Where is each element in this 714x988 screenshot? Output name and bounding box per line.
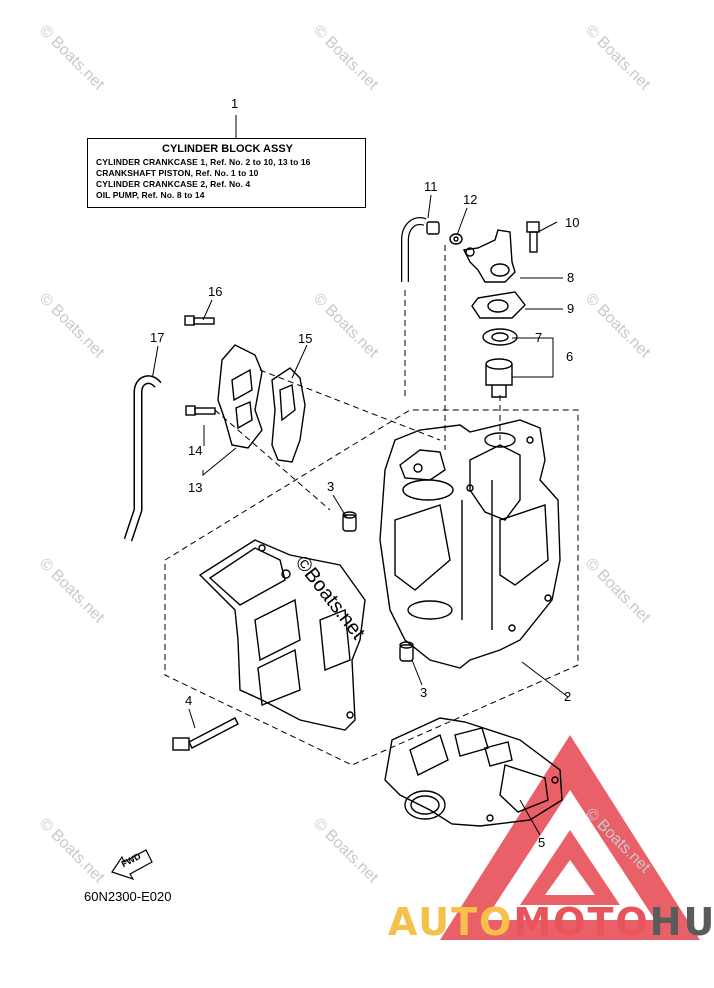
callout-5: 5	[538, 835, 546, 850]
drawing-code: 60N2300-E020	[84, 889, 172, 904]
callout-10: 10	[565, 215, 580, 230]
callout-6: 6	[566, 349, 574, 364]
callout-11: 11	[424, 179, 438, 194]
legend-line: OIL PUMP, Ref. No. 8 to 14	[96, 190, 205, 200]
legend-line: CRANKSHAFT PISTON, Ref. No. 1 to 10	[96, 168, 259, 178]
legend-line: CYLINDER CRANKCASE 1, Ref. No. 2 to 10, …	[96, 157, 311, 167]
brand-part-hub: HUB	[649, 900, 714, 944]
brand-part-auto: AUTO	[388, 900, 514, 944]
parts-linework	[111, 217, 563, 881]
callout-8: 8	[567, 270, 575, 285]
brand-logo-text: AUTOMOTOHUB	[388, 900, 714, 944]
callout-12: 12	[463, 192, 478, 207]
callout-3-lower: 3	[420, 685, 428, 700]
assembly-dashed-outline	[164, 245, 579, 766]
brand-part-moto: MOTO	[513, 900, 650, 944]
callout-16: 16	[208, 284, 223, 299]
callout-9: 9	[567, 301, 575, 316]
callout-2: 2	[564, 689, 572, 704]
legend-box: CYLINDER BLOCK ASSY CYLINDER CRANKCASE 1…	[87, 138, 366, 208]
callout-15: 15	[298, 331, 313, 346]
callout-4: 4	[185, 693, 193, 708]
callout-1: 1	[231, 96, 239, 111]
legend-line: CYLINDER CRANKCASE 2, Ref. No. 4	[96, 179, 251, 189]
leader-lines	[151, 115, 569, 836]
callout-7: 7	[535, 330, 543, 345]
callout-13: 13	[188, 480, 203, 495]
callout-17: 17	[150, 330, 165, 345]
callout-14: 14	[188, 443, 203, 458]
callout-3-upper: 3	[327, 479, 335, 494]
legend-title: CYLINDER BLOCK ASSY	[162, 143, 293, 155]
brand-triangle-logo	[440, 735, 700, 940]
